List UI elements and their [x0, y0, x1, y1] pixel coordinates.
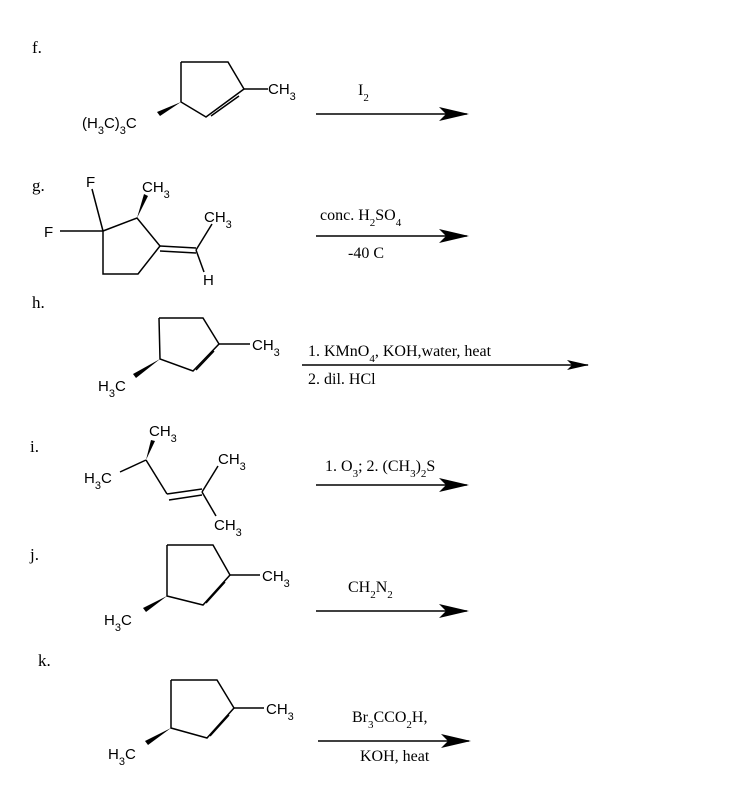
fluorine-left-g: F	[44, 224, 53, 241]
methyl-label-f: CH3	[268, 81, 296, 103]
reactant-g: F F CH3 CH3 H	[44, 174, 232, 289]
problem-h: h. CH3 H3C 1. KMnO4, KOH,water, heat 2. …	[32, 293, 589, 400]
substituent-label-k: H3C	[108, 746, 136, 768]
problem-label-k: k.	[38, 651, 51, 670]
condition-h-2: 2. dil. HCl	[308, 371, 376, 388]
condition-g-2: -40 C	[348, 245, 384, 262]
vinyl-hydrogen-g: H	[203, 272, 214, 289]
problem-label-i: i.	[30, 437, 39, 456]
condition-i-1: 1. O3; 2. (CH3)2S	[325, 458, 435, 480]
condition-j-1: CH2N2	[348, 579, 393, 601]
right-methyl-top-i: CH3	[218, 451, 246, 473]
reactant-i: CH3 H3C CH3 CH3	[84, 423, 246, 539]
problem-j: j. CH3 H3C CH2N2	[29, 544, 469, 634]
problem-label-g: g.	[32, 176, 45, 195]
condition-h-1: 1. KMnO4, KOH,water, heat	[308, 343, 492, 365]
methyl-label-k: CH3	[266, 701, 294, 723]
condition-g-1: conc. H2SO4	[320, 207, 402, 229]
methyl-label-h: CH3	[252, 337, 280, 359]
reactant-j: CH3 H3C	[104, 544, 290, 634]
problem-label-j: j.	[29, 545, 39, 564]
substituent-label-h: H3C	[98, 378, 126, 400]
reactant-f: CH3 (H3C)3C	[82, 61, 296, 137]
substituent-label-j: H3C	[104, 612, 132, 634]
reactant-k: CH3 H3C	[108, 679, 294, 768]
substituent-label-f: (H3C)3C	[82, 115, 137, 137]
condition-k-2: KOH, heat	[360, 748, 430, 765]
top-methyl-i: CH3	[149, 423, 177, 445]
problem-f: f. CH3 (H3C)3C I2	[32, 38, 469, 137]
ring-methyl-g: CH3	[142, 179, 170, 201]
problem-label-f: f.	[32, 38, 42, 57]
vinyl-methyl-g: CH3	[204, 209, 232, 231]
methyl-label-j: CH3	[262, 568, 290, 590]
fluorine-top-g: F	[86, 174, 95, 191]
left-methyl-i: H3C	[84, 470, 112, 492]
problem-label-h: h.	[32, 293, 45, 312]
condition-k-1: Br3CCO2H,	[352, 709, 427, 731]
condition-f-1: I2	[358, 82, 369, 104]
problem-i: i. CH3 H3C CH3 CH3 1. O3; 2. (CH3)2S	[30, 423, 469, 539]
problem-g: g. F F CH3 CH3 H conc. H2SO4 -40 C	[32, 174, 469, 289]
right-methyl-bottom-i: CH3	[214, 517, 242, 539]
problem-k: k. CH3 H3C Br3CCO2H, KOH, heat	[38, 651, 471, 768]
reactant-h: CH3 H3C	[98, 317, 280, 400]
